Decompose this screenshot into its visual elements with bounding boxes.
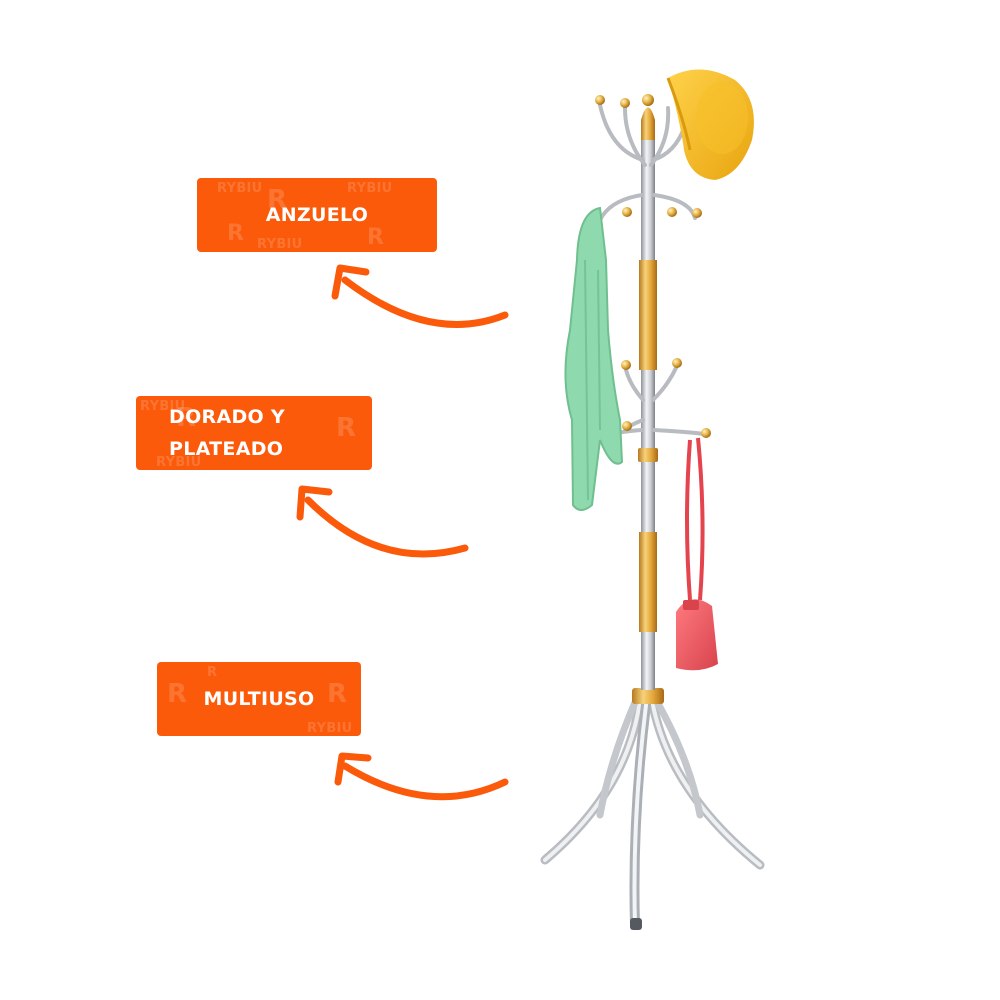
pole-joint <box>638 448 658 462</box>
pole-segment-bottom <box>641 632 655 690</box>
label-finish-text: DORADO Y PLATEADO <box>169 401 319 465</box>
label-multiuse: R R RYBIU R MULTIUSO <box>157 662 361 736</box>
label-hook-text: ANZUELO <box>265 204 369 226</box>
label-finish-line2: PLATEADO <box>169 438 284 460</box>
curved-arrow-icon <box>334 752 372 786</box>
pole-segment-mid <box>641 370 655 450</box>
pole-segment-gold-2 <box>639 532 657 632</box>
curved-arrow-icon <box>296 485 333 521</box>
arrow-hook <box>331 264 509 328</box>
rack-legs <box>540 695 765 930</box>
coat-rack-stand <box>540 69 765 930</box>
arrow-finish <box>296 485 469 558</box>
scarf-on-hook <box>564 206 624 511</box>
curved-arrow-icon <box>331 264 370 300</box>
pole-segment-lower <box>641 462 655 532</box>
pole-segment-gold-1 <box>639 260 657 370</box>
rack-base-hub <box>632 688 664 704</box>
label-multiuse-text: MULTIUSO <box>203 688 315 710</box>
pole-segment-top <box>641 140 655 260</box>
rack-foot <box>630 918 642 930</box>
rack-finial <box>641 107 655 140</box>
hat-on-hook <box>666 69 754 180</box>
bag-on-hook <box>676 437 718 671</box>
arrow-multiuse <box>334 752 509 801</box>
label-finish-line1: DORADO Y <box>169 406 285 428</box>
